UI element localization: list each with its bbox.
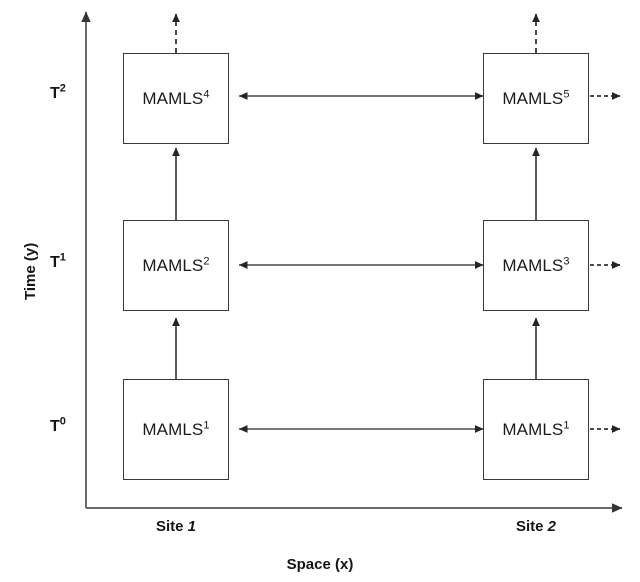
node-box-mamls2[interactable]: MAMLS2 — [123, 220, 229, 311]
node-label-mamls3: MAMLS3 — [502, 254, 570, 275]
node-label-mamls4: MAMLS4 — [142, 87, 210, 108]
node-box-mamls1-site2[interactable]: MAMLS1 — [483, 379, 589, 480]
node-box-mamls3[interactable]: MAMLS3 — [483, 220, 589, 311]
node-box-mamls5[interactable]: MAMLS5 — [483, 53, 589, 144]
node-label-mamls1-site2: MAMLS1 — [502, 418, 570, 439]
axis-group — [81, 11, 623, 513]
node-box-mamls1-site1[interactable]: MAMLS1 — [123, 379, 229, 480]
y-tick-label-t2: T2 — [50, 82, 66, 102]
dashed-up-arrows — [172, 13, 540, 53]
x-category-label-site2: Site 2 — [515, 518, 557, 535]
dashed-right-arrows — [590, 92, 621, 433]
node-label-mamls5: MAMLS5 — [502, 87, 570, 108]
horizontal-bidirectional-arrows — [239, 92, 484, 433]
y-tick-label-t1: T1 — [50, 251, 66, 271]
x-axis-title: Space (x) — [286, 556, 354, 573]
node-box-mamls4[interactable]: MAMLS4 — [123, 53, 229, 144]
y-tick-label-t0: T0 — [50, 415, 66, 435]
y-axis-title: Time (y) — [22, 242, 39, 300]
node-label-mamls1-site1: MAMLS1 — [142, 418, 210, 439]
node-label-mamls2: MAMLS2 — [142, 254, 210, 275]
x-category-label-site1: Site 1 — [155, 518, 197, 535]
